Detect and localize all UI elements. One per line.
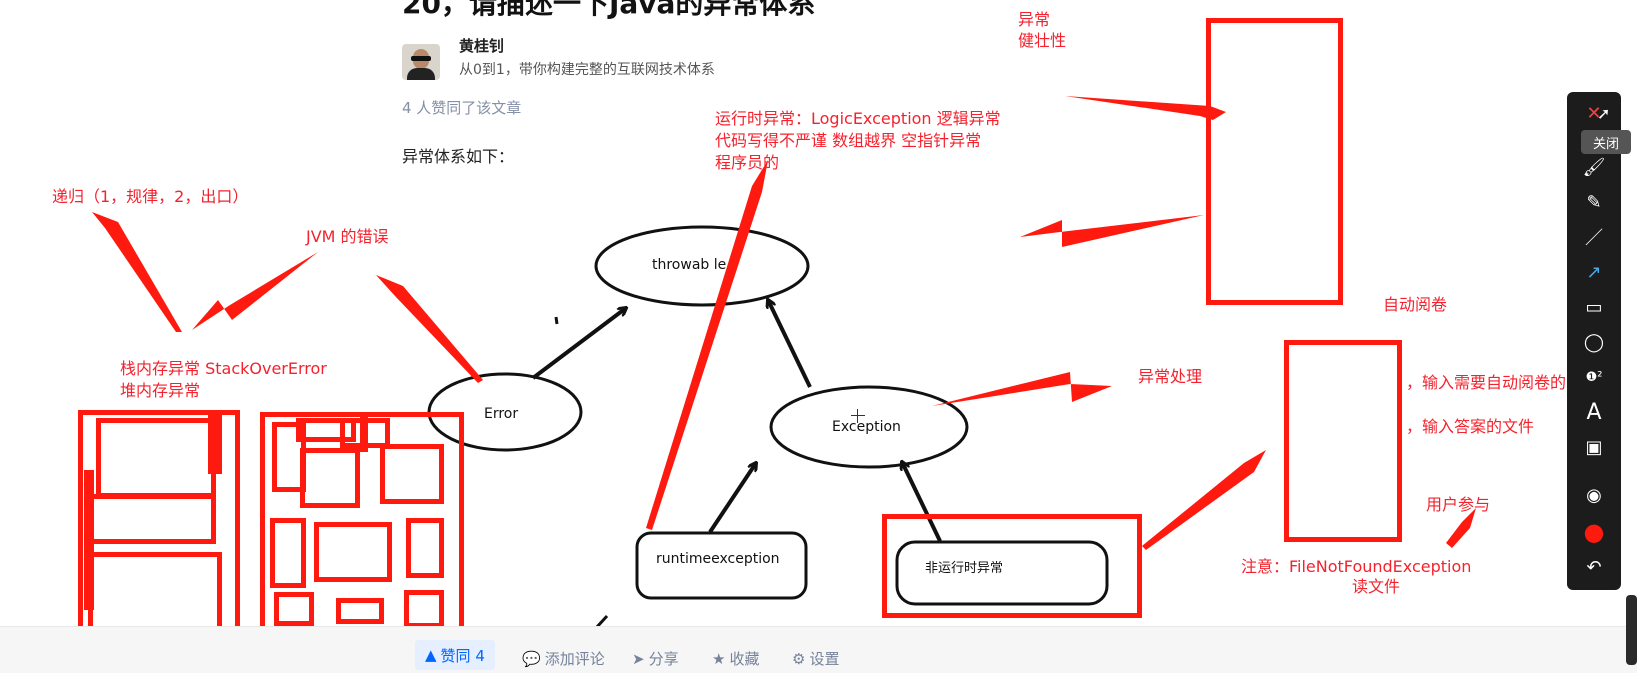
annotation-text: 代码写得不严谨 数组越界 空指针异常 <box>715 131 982 150</box>
red-arrow <box>376 275 483 383</box>
window-edge-handle[interactable] <box>1626 595 1637 665</box>
checked-node <box>895 540 1109 606</box>
upvote-icon: ▲ <box>425 646 437 664</box>
checked-label: 非运行时异常 <box>925 561 1004 576</box>
body-text: 异常体系如下： <box>402 147 515 166</box>
like-button[interactable]: ▲ 赞同 4 <box>415 640 495 670</box>
number-icon[interactable]: ❶² <box>1585 369 1603 385</box>
close-tooltip: 关闭 <box>1581 130 1631 154</box>
comment-button[interactable]: 💬添加评论 <box>522 649 605 669</box>
annotation-text: 健壮性 <box>1018 31 1067 50</box>
brush-icon[interactable]: 🖌 <box>1582 156 1606 178</box>
settings-button[interactable]: ⚙设置 <box>792 649 840 669</box>
share-icon: ➤ <box>632 649 645 668</box>
throwable-label: throwab le <box>652 257 727 273</box>
star-icon: ★ <box>712 649 726 668</box>
annotation-text: 栈内存异常 StackOverError <box>120 359 327 378</box>
annotation-text: 异常处理 <box>1138 367 1203 386</box>
arrow-icon[interactable]: ↗ <box>1586 261 1602 283</box>
exception-to-throwable-arrow <box>768 300 812 388</box>
annotation-text: ，输入答案的文件 <box>1406 417 1535 436</box>
color-picker-icon[interactable]: ● <box>1583 518 1605 546</box>
error-label: Error <box>484 406 519 422</box>
red-arrow <box>92 212 182 332</box>
undo-icon[interactable]: ↶ <box>1586 556 1602 578</box>
pointer-cursor-icon: ➚ <box>1597 104 1611 123</box>
red-arrow <box>1142 450 1266 550</box>
likes-count-line[interactable]: 4 人赞同了该文章 <box>402 99 522 117</box>
throwable-node <box>594 225 810 307</box>
annotation-text: 运行时异常：LogicException 逻辑异常 <box>715 109 1001 128</box>
annotation-text: 堆内存异常 <box>120 381 201 400</box>
author-name[interactable]: 黄桂钊 <box>459 37 505 55</box>
red-arrow <box>932 372 1112 406</box>
checked-to-exception-arrow <box>902 462 942 542</box>
text-icon[interactable]: A <box>1586 399 1602 425</box>
red-scribble-group-left <box>78 410 240 642</box>
article-title: 20，请描述一下Java的异常体系 <box>402 0 816 20</box>
laser-pointer-icon[interactable]: ◉ <box>1586 484 1602 506</box>
share-button[interactable]: ➤分享 <box>632 649 679 669</box>
runtime-to-exception-arrow <box>708 463 756 534</box>
annotation-text: JVM 的错误 <box>306 227 389 246</box>
ellipse-icon[interactable]: ◯ <box>1583 331 1605 353</box>
annotation-text: 异常 <box>1018 10 1051 29</box>
annotation-toolbar: ✕ 🖌 ✎ ／ ↗ ▭ ◯ ❶² A ▣ ◉ ● ↶ <box>1567 92 1621 590</box>
close-icon[interactable]: ✕ <box>1586 102 1602 124</box>
red-arrow <box>1065 96 1226 120</box>
red-scribble-group-right <box>260 412 464 640</box>
article-action-bar <box>0 626 1637 673</box>
annotation-rectangle <box>1206 18 1343 305</box>
annotation-text: 读文件 <box>1352 577 1401 596</box>
whiteboard-icon[interactable]: ▣ <box>1585 436 1603 458</box>
author-description: 从0到1，带你构建完整的互联网技术体系 <box>459 62 715 78</box>
annotation-text: ，输入需要自动阅卷的 <box>1406 373 1567 392</box>
annotation-text: 程序员的 <box>715 153 780 172</box>
exception-label: Exception <box>832 419 901 435</box>
annotation-text: 递归（1，规律，2，出口） <box>52 187 249 206</box>
rectangle-icon[interactable]: ▭ <box>1585 296 1603 318</box>
line-icon[interactable]: ／ <box>1585 228 1603 249</box>
stray-mark <box>554 316 559 325</box>
red-arrow <box>1446 508 1476 548</box>
red-arrow <box>646 160 768 530</box>
exception-node <box>769 385 969 469</box>
highlighter-icon[interactable]: ✎ <box>1586 191 1602 213</box>
runtime-label: runtimeexception <box>656 551 780 567</box>
avatar[interactable] <box>402 44 440 80</box>
favorite-button[interactable]: ★收藏 <box>712 649 760 669</box>
comment-icon: 💬 <box>522 649 541 668</box>
annotation-rectangle <box>1284 340 1402 542</box>
gear-icon: ⚙ <box>792 649 806 668</box>
red-arrow <box>1020 215 1204 247</box>
crosshair-cursor-icon <box>851 409 865 423</box>
annotation-text: 自动阅卷 <box>1383 295 1448 314</box>
red-arrow <box>192 252 318 330</box>
annotation-text: 注意：FileNotFoundException <box>1241 557 1472 576</box>
annotation-text: 用户参与 <box>1426 495 1491 514</box>
error-to-throwable-arrow <box>531 308 626 380</box>
checked-exception-highlight <box>882 514 1142 618</box>
runtime-node <box>635 531 808 600</box>
